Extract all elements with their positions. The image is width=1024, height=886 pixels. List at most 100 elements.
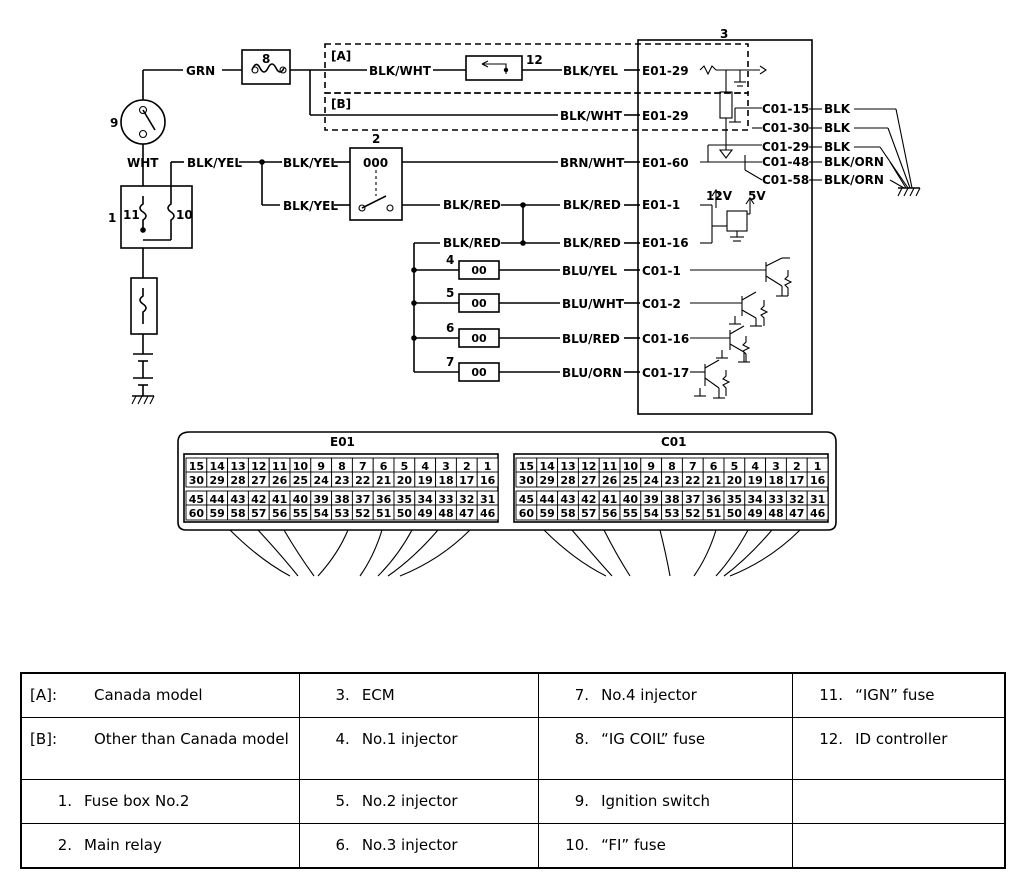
pin-cell-c01 <box>806 504 829 521</box>
wire-brn-wht: BRN/WHT <box>560 156 625 170</box>
legend-value: No.3 injector <box>361 835 458 854</box>
pin-number-c01: 32 <box>789 493 804 506</box>
pin-number-c01: 31 <box>810 493 825 506</box>
pin-cell-e01 <box>476 471 499 488</box>
ground-left <box>131 385 155 405</box>
pin-number-c01: 14 <box>540 460 556 473</box>
callout-10: 10 <box>176 208 193 222</box>
wire-blk-red-2: BLK/RED <box>563 198 621 212</box>
pin-number-e01: 9 <box>317 460 325 473</box>
pin-number-c01: 19 <box>748 474 763 487</box>
wire-blk-2: BLK <box>824 121 851 135</box>
pin-number-c01: 34 <box>748 493 764 506</box>
region-a-label: [A] <box>331 49 351 63</box>
pin-number-c01: 39 <box>644 493 659 506</box>
legend-value: ECM <box>361 686 395 704</box>
pin-number-e01: 14 <box>210 460 226 473</box>
pin-number-e01: 32 <box>459 493 474 506</box>
pin-number-e01: 4 <box>421 460 429 473</box>
legend-cell: 2.Main relay <box>20 822 300 869</box>
pin-number-c01: 53 <box>664 507 679 520</box>
callout-3: 3 <box>720 27 728 41</box>
pin-number-e01: 19 <box>418 474 433 487</box>
pin-number-e01: 24 <box>314 474 330 487</box>
pin-number-c01: 36 <box>706 493 722 506</box>
legend-cell: 10.“FI” fuse <box>538 822 794 869</box>
legend-cell: [B]:Other than Canada model <box>20 716 300 780</box>
wire-blk-red-3: BLK/RED <box>443 236 501 250</box>
pin-number-c01: 41 <box>602 493 617 506</box>
injector-6: 00 <box>411 328 560 348</box>
pin-number-c01: 10 <box>623 460 639 473</box>
pin-number-c01: 9 <box>647 460 655 473</box>
pin-number-c01: 46 <box>810 507 826 520</box>
pin-number-c01: 18 <box>768 474 783 487</box>
wire-blk-orn-2: BLK/ORN <box>824 173 884 187</box>
pin-number-e01: 53 <box>334 507 349 520</box>
wire-blk-yel-low: BLK/YEL <box>283 199 338 213</box>
pin-number-e01: 49 <box>418 507 433 520</box>
pin-c01-15: C01-15 <box>762 102 809 116</box>
pin-number-c01: 45 <box>519 493 534 506</box>
pin-number-c01: 49 <box>748 507 763 520</box>
pin-number-e01: 40 <box>293 493 309 506</box>
legend-cell: 8.“IG COIL” fuse <box>538 716 794 780</box>
callout-12: 12 <box>526 53 543 67</box>
pin-number-c01: 47 <box>789 507 804 520</box>
pin-number-c01: 48 <box>768 507 783 520</box>
pin-number-e01: 6 <box>380 460 388 473</box>
pin-e01-60: E01-60 <box>642 156 689 170</box>
wire-blk-red-1: BLK/RED <box>443 198 501 212</box>
callout-8: 8 <box>262 52 270 66</box>
pin-number-e01: 52 <box>355 507 370 520</box>
pin-number-c01: 29 <box>540 474 555 487</box>
legend-key: 7. <box>574 686 590 704</box>
pin-number-e01: 33 <box>438 493 453 506</box>
label-12v: 12V <box>706 189 733 203</box>
legend-key: 10. <box>565 835 590 854</box>
pin-number-c01: 30 <box>519 474 535 487</box>
pin-number-e01: 59 <box>210 507 225 520</box>
legend-key: 1. <box>57 791 72 810</box>
pin-number-e01: 58 <box>230 507 245 520</box>
pin-number-e01: 15 <box>189 460 204 473</box>
pin-e01-29-b: E01-29 <box>642 109 689 123</box>
legend-cell <box>792 778 1006 824</box>
pin-number-c01: 8 <box>668 460 676 473</box>
connector-e01-frame <box>183 453 499 523</box>
pin-cell-c01 <box>806 471 829 488</box>
legend-cell: 4.No.1 injector <box>298 716 540 780</box>
pin-number-c01: 59 <box>540 507 555 520</box>
wire-blk-3: BLK <box>824 140 851 154</box>
ignition-switch-9 <box>120 99 166 145</box>
pin-e01-29-a: E01-29 <box>642 64 689 78</box>
legend-value: Canada model <box>94 686 203 704</box>
legend-key: 9. <box>574 791 590 810</box>
pin-number-e01: 17 <box>459 474 474 487</box>
pin-c01-2: C01-2 <box>642 297 681 311</box>
battery <box>133 353 153 386</box>
pin-number-c01: 21 <box>706 474 721 487</box>
callout-9: 9 <box>110 116 118 130</box>
pin-number-c01: 57 <box>581 507 596 520</box>
wire-blk-wht-b: BLK/WHT <box>560 109 623 123</box>
pin-number-c01: 26 <box>602 474 618 487</box>
legend-key: 12. <box>819 729 844 748</box>
pin-number-e01: 1 <box>484 460 492 473</box>
pin-number-c01: 33 <box>768 493 783 506</box>
fuse-box-1 <box>120 185 193 249</box>
legend-cell: 5.No.2 injector <box>298 778 540 824</box>
pin-number-c01: 1 <box>814 460 822 473</box>
legend-cell: 3.ECM <box>298 672 540 718</box>
pin-number-e01: 3 <box>442 460 450 473</box>
pin-number-c01: 5 <box>731 460 739 473</box>
pin-number-c01: 51 <box>706 507 721 520</box>
wire-blk-orn-1: BLK/ORN <box>824 155 884 169</box>
legend-value: ID controller <box>855 729 948 748</box>
pin-number-e01: 28 <box>230 474 245 487</box>
legend-cell: 11.“IGN” fuse <box>792 672 1006 718</box>
pin-number-c01: 22 <box>685 474 700 487</box>
pin-number-e01: 42 <box>251 493 266 506</box>
legend-value: “IG COIL” fuse <box>601 729 706 748</box>
wire-blk-yel-a: BLK/YEL <box>563 64 618 78</box>
